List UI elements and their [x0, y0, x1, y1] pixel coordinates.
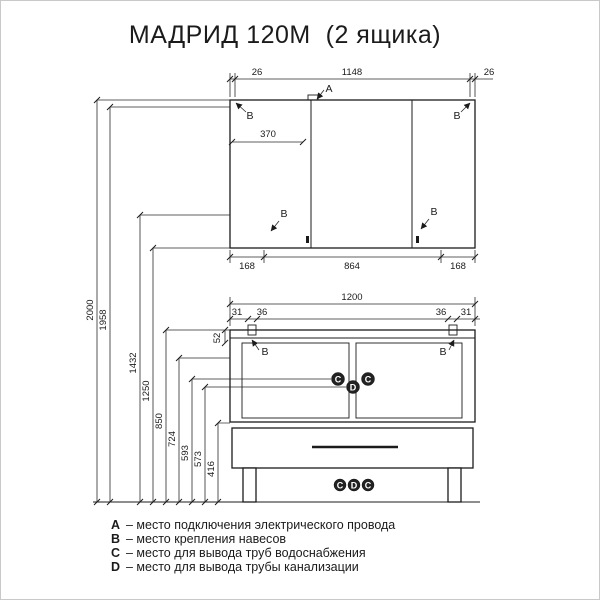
mirror-cabinet-bottom-dimensions: 168 864 168	[226, 250, 479, 272]
vanity-body	[229, 324, 476, 503]
legend: A – место подключения электрического про…	[111, 518, 395, 574]
marker-c-letter: C	[337, 481, 344, 491]
cable-outlet-box	[307, 94, 319, 101]
marker-c-circle	[361, 372, 375, 386]
label-a-electrical: A	[316, 83, 333, 100]
dim-36-right: 36	[436, 307, 447, 318]
pipe-markers-mid: C C D	[331, 372, 375, 394]
dim-416: 416	[206, 461, 217, 477]
left-hinge-mark	[247, 324, 257, 336]
legend-key-d: D	[111, 560, 120, 574]
dim-573: 573	[193, 451, 204, 467]
marker-c-letter: C	[365, 481, 372, 491]
dim-52: 52	[212, 333, 223, 344]
vanity-cabinet	[229, 329, 476, 423]
label-b-mid-left: B	[280, 208, 287, 220]
arrow-a	[316, 89, 325, 100]
vanity-left-door	[241, 342, 350, 419]
mirror-cabinet-top-dimensions: 26 1148 26	[226, 67, 495, 97]
vanity-hinge-labels: B B	[251, 339, 455, 358]
right-leg	[447, 467, 462, 503]
legend-key-a: A	[111, 518, 120, 532]
label-a: A	[325, 83, 332, 95]
label-b-top-right: B	[453, 110, 460, 122]
right-hinge-mark	[448, 324, 458, 336]
dim-370: 370	[260, 129, 276, 140]
dim-1148: 1148	[342, 67, 362, 78]
drawing-title: МАДРИД 120М (2 ящика)	[129, 21, 441, 49]
dim-1432: 1432	[128, 352, 139, 373]
dim-168-left: 168	[239, 261, 255, 272]
dim-1958: 1958	[98, 309, 109, 330]
dim-1200: 1200	[341, 292, 362, 303]
label-b-vanity-left: B	[261, 346, 268, 358]
dim-31-left: 31	[232, 307, 243, 318]
dim-593: 593	[180, 445, 191, 461]
label-b-vanity-right: B	[439, 346, 446, 358]
marker-d-circle	[346, 380, 360, 394]
mirror-cabinet	[229, 94, 476, 249]
door-width-dimension: 370	[228, 129, 307, 146]
marker-c-letter: C	[335, 375, 342, 385]
legend-key-b: B	[111, 532, 120, 546]
mirror-cabinet-body	[229, 99, 476, 249]
pipe-markers-floor: C D C	[333, 478, 375, 492]
legend-text-a: – место подключения электрического прово…	[126, 518, 395, 532]
dim-36-left: 36	[257, 307, 268, 318]
marker-d-letter: D	[351, 481, 358, 491]
dim-724: 724	[167, 431, 178, 447]
dim-26-right: 26	[484, 67, 495, 78]
left-door-handle	[306, 236, 309, 243]
hanger-labels: B B B B	[235, 102, 471, 232]
dim-850: 850	[154, 413, 165, 429]
hinge-offset-dimensions: 31 36 36 31 52	[212, 307, 480, 347]
label-b-top-left: B	[246, 110, 253, 122]
marker-c-letter: C	[365, 375, 372, 385]
left-leg	[242, 467, 257, 503]
vanity-right-door	[355, 342, 463, 419]
marker-d-circle	[347, 478, 361, 492]
marker-c-circle	[361, 478, 375, 492]
legend-text-c: – место для вывода труб водоснабжения	[126, 546, 366, 560]
legend-text-d: – место для вывода трубы канализации	[126, 560, 359, 574]
legend-key-c: C	[111, 546, 120, 560]
dim-864: 864	[344, 261, 360, 272]
dim-2000: 2000	[85, 299, 96, 320]
height-dimensions: 2000 1958 1432 1250 850 724 593	[85, 96, 346, 506]
marker-d-letter: D	[350, 383, 357, 393]
right-door-handle	[416, 236, 419, 243]
marker-c-circle	[331, 372, 345, 386]
dim-26-left: 26	[252, 67, 263, 78]
marker-c-circle	[333, 478, 347, 492]
dim-31-right: 31	[461, 307, 472, 318]
label-b-mid-right: B	[430, 206, 437, 218]
vanity-width-dimension: 1200	[226, 292, 479, 326]
legend-text-b: – место крепления навесов	[126, 532, 286, 546]
dim-168-right: 168	[450, 261, 466, 272]
dim-1250: 1250	[141, 380, 152, 401]
